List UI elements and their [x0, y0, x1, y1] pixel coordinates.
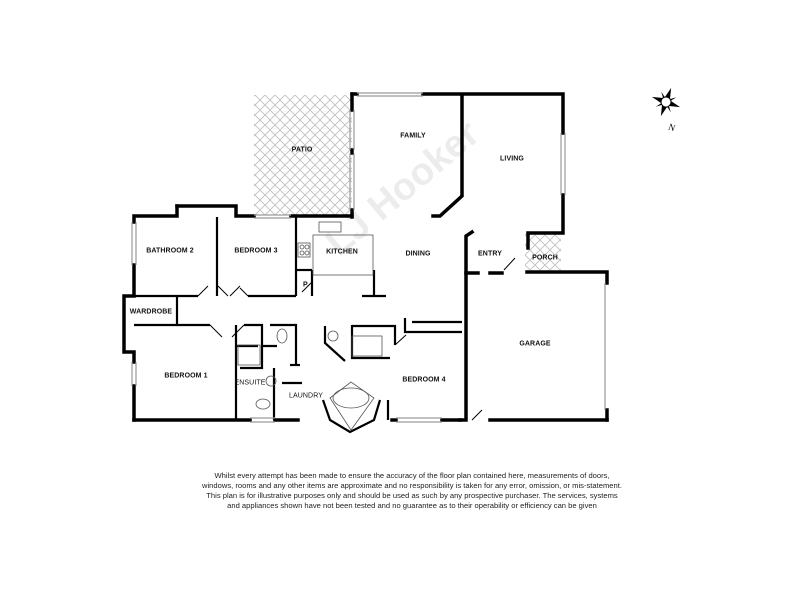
- room-label-family: FAMILY: [400, 132, 426, 140]
- windows: [131, 92, 606, 423]
- room-label-garage: GARAGE: [519, 340, 551, 348]
- compass-north-label: N: [667, 122, 677, 132]
- compass-rose-icon: N: [648, 86, 688, 133]
- room-label-kitchen: KITCHEN: [326, 248, 358, 256]
- room-label-bedroom-1: BEDROOM 1: [164, 372, 208, 380]
- exterior-walls: [122, 92, 609, 422]
- room-label-pantry: P.: [303, 281, 309, 289]
- porch-area: [525, 232, 561, 270]
- disclaimer-text: Whilst every attempt has been made to en…: [202, 471, 622, 510]
- room-label-dining: DINING: [405, 250, 431, 258]
- room-label-patio: PATIO: [291, 146, 313, 154]
- room-label-wardrobe: WARDROBE: [129, 308, 173, 316]
- room-label-bathroom-2: BATHROOM 2: [146, 247, 194, 255]
- patio-area: [254, 95, 352, 215]
- room-label-laundry: LAUNDRY: [288, 392, 324, 400]
- room-label-porch: PORCH: [532, 254, 558, 262]
- room-label-ensuite: ENSUITE: [234, 379, 266, 387]
- doors: [197, 257, 516, 421]
- room-label-bedroom-4: BEDROOM 4: [402, 376, 446, 384]
- room-label-living: LIVING: [500, 155, 524, 163]
- fixtures: [237, 221, 383, 431]
- room-label-bedroom-3: BEDROOM 3: [234, 247, 278, 255]
- room-label-entry: ENTRY: [478, 250, 502, 258]
- interior-walls: [134, 216, 462, 434]
